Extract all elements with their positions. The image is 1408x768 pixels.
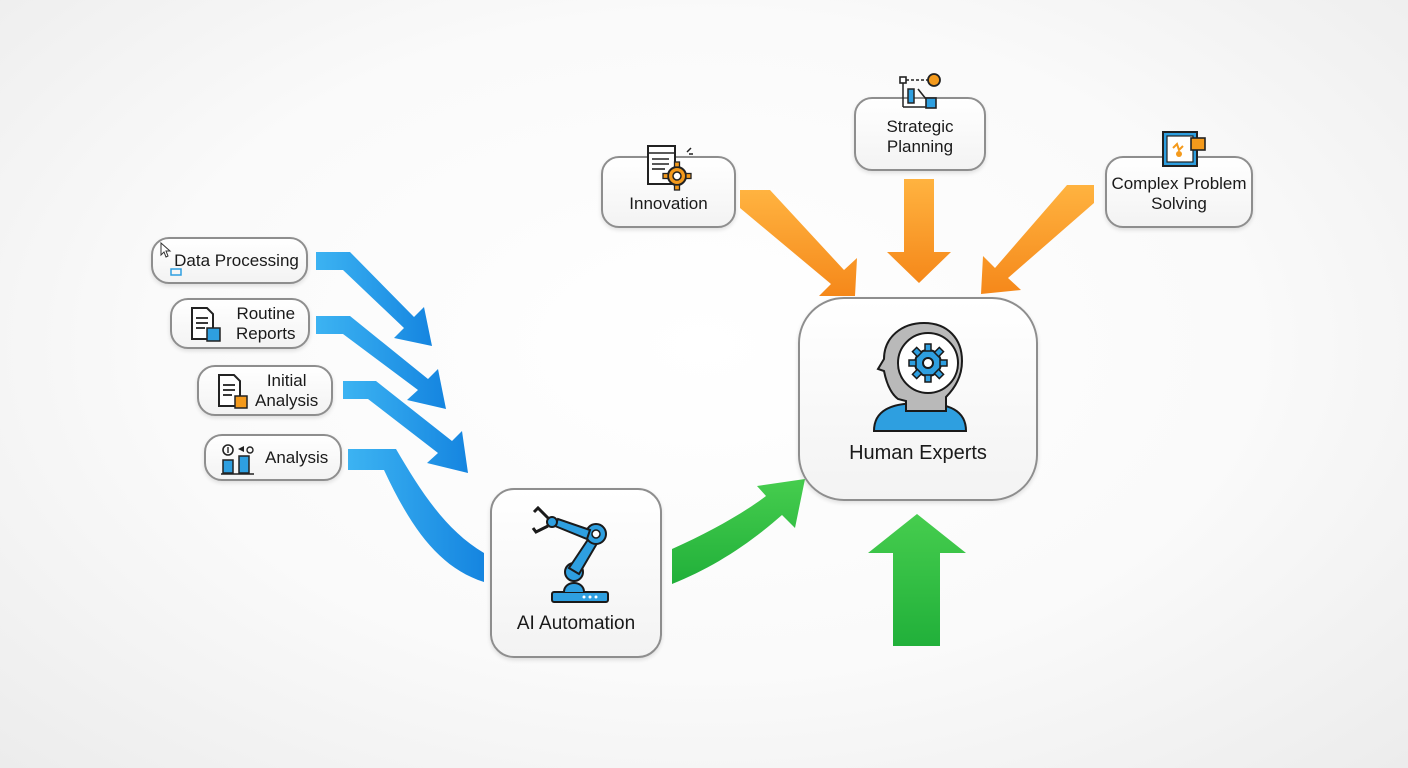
head-with-gear-icon — [870, 319, 970, 435]
arrow-ai-to-human-curved — [672, 479, 805, 584]
arrow-analysis — [348, 449, 484, 582]
node-strategic-planning: Strategic Planning — [854, 73, 986, 171]
node-routine-reports: Routine Reports — [170, 298, 310, 349]
flowchart-icon — [898, 71, 948, 113]
report-document-icon — [189, 306, 223, 344]
node-initial-analysis: Initial Analysis — [197, 365, 333, 416]
complex-problem-solving-label: Complex Problem Solving — [1111, 174, 1247, 213]
document-gear-icon — [645, 144, 695, 192]
ai-automation-label: AI Automation — [516, 613, 636, 634]
node-data-processing: Data Processing — [151, 237, 308, 284]
bar-chart-icon — [220, 442, 260, 476]
arrow-innovation — [740, 190, 857, 296]
robot-arm-icon — [524, 502, 624, 606]
routine-reports-label: Routine Reports — [236, 303, 296, 343]
puzzle-board-icon — [1161, 128, 1209, 170]
analysis-label: Analysis — [265, 447, 329, 467]
node-complex-problem-solving: Complex Problem Solving — [1105, 131, 1253, 228]
node-analysis: Analysis — [204, 434, 342, 481]
arrow-routine-reports — [316, 316, 446, 409]
strategic-planning-label: Strategic Planning — [886, 117, 954, 156]
initial-analysis-label: Initial Analysis — [255, 370, 319, 410]
node-human-experts: Human Experts — [798, 297, 1038, 501]
analysis-document-icon — [216, 373, 250, 411]
arrow-initial-analysis — [343, 381, 468, 473]
cursor-icon — [157, 241, 185, 281]
human-experts-label: Human Experts — [849, 442, 987, 464]
arrow-strategic-planning — [887, 179, 951, 283]
data-processing-label: Data Processing — [174, 250, 299, 270]
arrow-data-processing — [316, 252, 432, 346]
arrow-up-to-human — [868, 514, 966, 646]
innovation-label: Innovation — [629, 194, 708, 213]
node-ai-automation: AI Automation — [490, 488, 662, 658]
node-innovation: Innovation — [601, 145, 736, 228]
arrow-complex-problem — [981, 185, 1094, 294]
